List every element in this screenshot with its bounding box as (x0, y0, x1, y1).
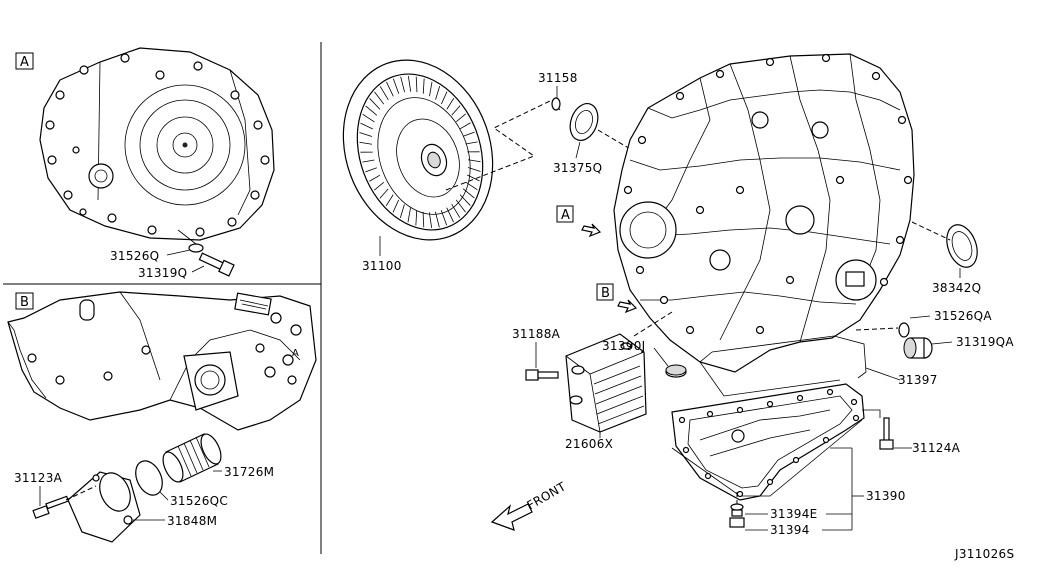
label-31123a: 31123A (14, 471, 63, 485)
section-b-tag: B (20, 295, 29, 310)
diagram-id: J311026S (954, 547, 1014, 561)
leader-31526qa (909, 315, 931, 319)
section-b: B A (7, 291, 317, 543)
label-38342q: 38342Q (932, 281, 981, 295)
converter-ribs (359, 76, 481, 228)
seal-38342q (946, 224, 978, 268)
label-31124a: 31124A (912, 441, 961, 455)
label-31390j: 31390J (602, 339, 646, 353)
case-b-valve-detail: A (234, 292, 302, 385)
filter-cover-31848m (67, 471, 141, 543)
o-ring-31526qc (135, 460, 163, 496)
leader-31397 (865, 367, 901, 381)
label-31848m: 31848M (167, 514, 217, 528)
bolt-31319q (198, 252, 235, 277)
housing-a-port (88, 163, 114, 189)
case-bolts (623, 53, 913, 335)
plug-31319qa (903, 337, 933, 359)
transmission-case (613, 53, 915, 373)
leader-31319q (191, 265, 205, 273)
callout-view-a: A (556, 205, 602, 238)
pan-bolts (678, 388, 860, 498)
leader-31526q (166, 249, 191, 256)
section-a-tag-box (15, 52, 34, 70)
label-31397: 31397 (898, 373, 938, 387)
housing-a-ring-4 (172, 132, 198, 158)
label-31526qc: 31526QC (170, 494, 228, 508)
oil-filter-31726m (162, 433, 222, 483)
bolt-31124a (879, 417, 894, 450)
label-31394: 31394 (770, 523, 810, 537)
label-31526qa: 31526QA (934, 309, 992, 323)
seal-31375q (569, 103, 599, 141)
bolt-31188a (525, 369, 559, 381)
oil-cooler-21606x (565, 333, 647, 433)
leader-31526qc (159, 491, 169, 501)
transmission-case-b (7, 291, 317, 431)
leader-31319qa (931, 341, 953, 345)
housing-a-ring-3 (156, 116, 214, 174)
washer-31526q (188, 243, 204, 253)
callout-view-b: B (596, 283, 638, 314)
section-a: A 31526Q 31319Q (15, 47, 275, 280)
washer-31394e (730, 503, 744, 511)
torque-converter-31100 (342, 59, 494, 241)
label-31100: 31100 (362, 259, 402, 273)
leader-31390j (653, 347, 669, 367)
housing-a-port-inner (94, 169, 108, 183)
housing-a-center (182, 142, 188, 148)
case-b-plug (79, 299, 95, 321)
front-arrow: FRONT (490, 479, 569, 531)
o-ring-31158 (551, 97, 561, 111)
section-a-tag: A (20, 55, 29, 70)
housing-a-ring-1 (124, 84, 246, 206)
drain-plug-31394 (729, 509, 745, 528)
oil-pan-31390 (671, 383, 865, 501)
gasket-31397 (699, 335, 867, 397)
leader-31375q (575, 141, 581, 159)
label-31526q: 31526Q (110, 249, 159, 263)
label-21606x: 21606X (565, 437, 613, 451)
label-31158: 31158 (538, 71, 578, 85)
label-31188a: 31188A (512, 327, 561, 341)
label-31375q: 31375Q (553, 161, 602, 175)
label-31319q: 31319Q (138, 266, 187, 280)
svg-text:A: A (292, 348, 299, 359)
label-31319qa: 31319QA (956, 335, 1014, 349)
label-31390: 31390 (866, 489, 906, 503)
section-b-tag-box (15, 292, 34, 310)
svg-text:B: B (601, 286, 610, 301)
label-31394e: 31394E (770, 507, 818, 521)
front-label: FRONT (525, 479, 569, 513)
housing-a-ring-2 (139, 99, 231, 191)
svg-text:A: A (561, 208, 570, 223)
label-31726m: 31726M (224, 465, 274, 479)
bolt-31123a (32, 495, 70, 519)
housing-a-bolt-holes (45, 53, 270, 237)
o-ring-31526qa (898, 322, 910, 338)
